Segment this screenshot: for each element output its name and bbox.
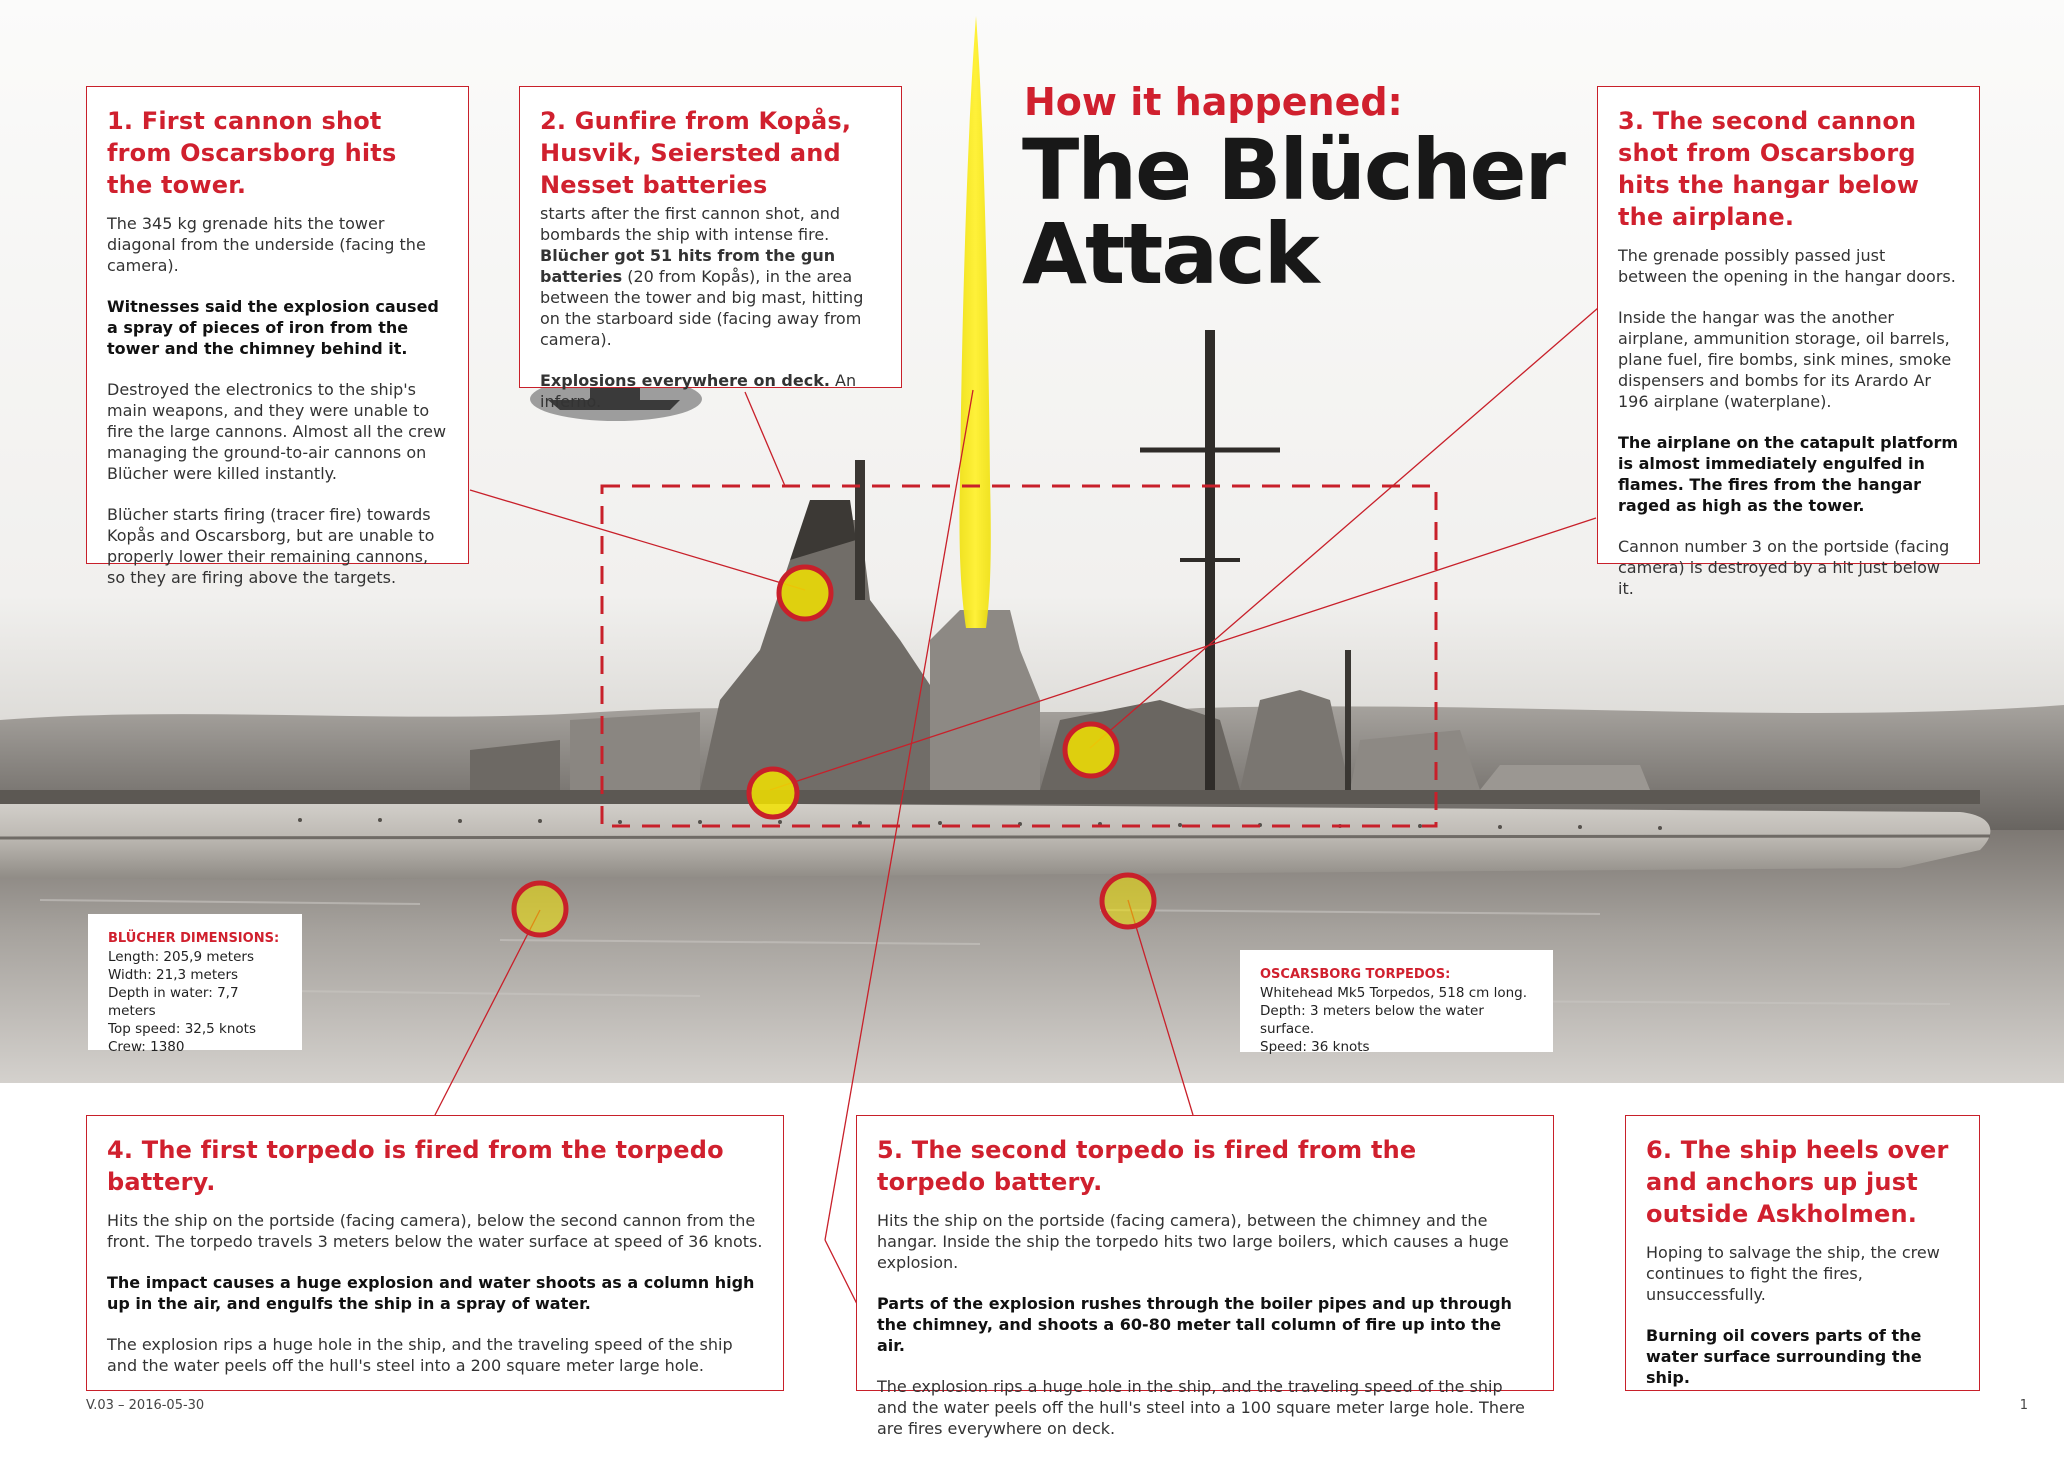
torpedo-line: Whitehead Mk5 Torpedos, 518 cm long. [1260, 985, 1528, 1001]
callout-box-1: 1. First cannon shot from Oscarsborg hit… [86, 86, 469, 587]
box1-text-3: Destroyed the electronics to the ship's … [107, 380, 447, 483]
dimensions-panel: BLÜCHER DIMENSIONS: Length: 205,9 meters… [88, 914, 302, 1055]
box5-text-3: The explosion rips a huge hole in the sh… [877, 1377, 1525, 1438]
kicker-title: How it happened: [1024, 80, 1403, 124]
main-title: The Blücher Attack [1022, 121, 1566, 303]
box6-text-1: Hoping to salvage the ship, the crew con… [1646, 1243, 1940, 1304]
box2-text-3-bold: Explosions everywhere on deck. [540, 371, 830, 390]
box2-text-2: Blücher got 51 hits from the gun batteri… [540, 245, 881, 350]
box3-title: 3. The second cannon shot from Oscarsbor… [1618, 107, 1920, 231]
callout-box-2: 2. Gunfire from Kopås, Husvik, Seiersted… [519, 86, 902, 411]
box3-text-4: Cannon number 3 on the portside (facing … [1618, 537, 1950, 598]
box1-title: 1. First cannon shot from Oscarsborg hit… [107, 107, 397, 199]
box6-title: 6. The ship heels over and anchors up ju… [1646, 1136, 1949, 1228]
box1-text-1: The 345 kg grenade hits the tower diagon… [107, 214, 426, 275]
box5-title: 5. The second torpedo is fired from the … [877, 1136, 1417, 1196]
box4-text-1: Hits the ship on the portside (facing ca… [107, 1211, 763, 1251]
callout-box-4: 4. The first torpedo is fired from the t… [86, 1115, 784, 1391]
dimensions-line: Top speed: 32,5 knots [108, 1021, 257, 1037]
box1-text-2: Witnesses said the explosion caused a sp… [107, 297, 439, 358]
dimensions-line: Crew: 1380 [108, 1039, 185, 1055]
box2-text-2-rest: (20 from Kopås), in the area between the… [540, 267, 864, 349]
box4-text-2: The impact causes a huge explosion and w… [107, 1273, 755, 1313]
box3-text-3: The airplane on the catapult platform is… [1618, 433, 1959, 515]
version-label: V.03 – 2016-05-30 [86, 1398, 205, 1413]
box5-text-1: Hits the ship on the portside (facing ca… [877, 1211, 1509, 1272]
page-number: 1 [2019, 1398, 2028, 1413]
box5-text-2: Parts of the explosion rushes through th… [877, 1294, 1512, 1355]
torpedo-line: Speed: 36 knots [1260, 1039, 1370, 1055]
box2-text-1: starts after the first cannon shot, and … [540, 204, 841, 244]
dimensions-line: Length: 205,9 meters [108, 949, 254, 965]
box4-text-3: The explosion rips a huge hole in the sh… [107, 1335, 733, 1375]
torpedo-panel: OSCARSBORG TORPEDOS: Whitehead Mk5 Torpe… [1240, 950, 1553, 1055]
callout-box-5: 5. The second torpedo is fired from the … [856, 1115, 1554, 1438]
main-title-line2: Attack [1022, 205, 1320, 303]
torpedo-heading: OSCARSBORG TORPEDOS: [1260, 967, 1451, 982]
box2-title: 2. Gunfire from Kopås, Husvik, Seiersted… [540, 107, 852, 199]
dimensions-line: Width: 21,3 meters [108, 967, 239, 983]
box2-text-2-bold: Blücher got 51 hits from the gun batteri… [540, 246, 836, 286]
main-title-line1: The Blücher [1022, 121, 1566, 219]
torpedo-line: Depth: 3 meters below the water surface. [1260, 1003, 1484, 1037]
callout-box-6: 6. The ship heels over and anchors up ju… [1625, 1115, 1980, 1391]
box2-text-3: Explosions everywhere on deck. An infern… [540, 370, 881, 412]
dimensions-heading: BLÜCHER DIMENSIONS: [108, 931, 280, 946]
box3-text-1: The grenade possibly passed just between… [1618, 246, 1956, 286]
box2-text-3-rest: An inferno. [540, 371, 857, 411]
box4-title: 4. The first torpedo is fired from the t… [107, 1136, 724, 1196]
box6-text-2: Burning oil covers parts of the water su… [1646, 1326, 1922, 1387]
box3-text-2: Inside the hangar was the another airpla… [1618, 308, 1952, 411]
dimensions-line: Depth in water: 7,7 meters [108, 985, 239, 1019]
callout-box-3: 3. The second cannon shot from Oscarsbor… [1597, 86, 1980, 598]
box1-text-4: Blücher starts firing (tracer fire) towa… [107, 505, 435, 587]
